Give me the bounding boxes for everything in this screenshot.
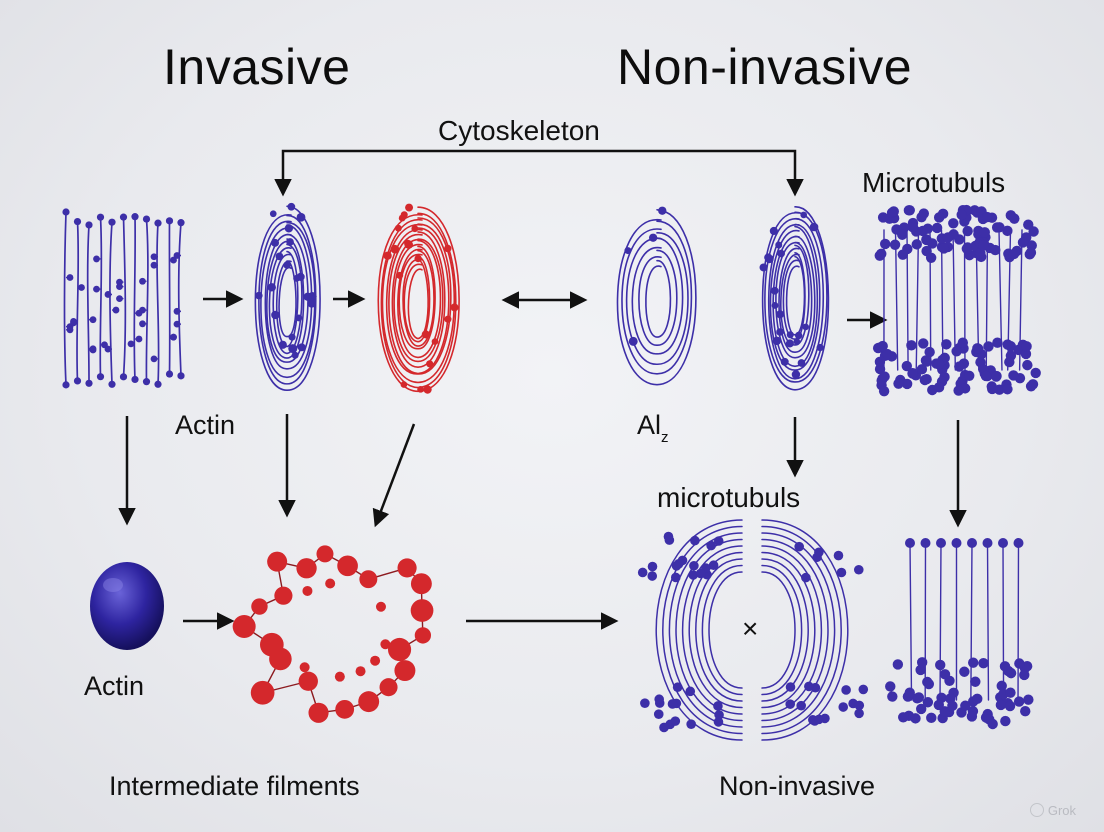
- label-microtubuls-top: Microtubuls: [862, 167, 1006, 198]
- label-al: Alz: [637, 410, 669, 446]
- arrow-diag-red-to-ring: [372, 423, 416, 528]
- label-cytoskeleton: Cytoskeleton: [438, 115, 600, 146]
- grok-logo-icon: [1029, 803, 1044, 817]
- flow-arrows: [118, 290, 967, 630]
- label-al-main: Al: [637, 410, 662, 440]
- microtubule-dumbbell: [872, 204, 1041, 397]
- x-mark: ×: [742, 613, 759, 644]
- red-bead-ring: [232, 545, 434, 723]
- actin-filament-bundle: [62, 208, 185, 389]
- label-actin-bottom: Actin: [84, 671, 145, 701]
- label-non-invasive-bottom: Non-invasive: [719, 771, 876, 801]
- label-al-subscript: z: [661, 429, 669, 446]
- microtubule-array: [885, 538, 1034, 730]
- purple-loop-bundle-right: [759, 206, 830, 391]
- al-loop-bundle: [616, 206, 697, 386]
- x-structure-loops: [637, 519, 869, 741]
- label-actin-top: Actin: [175, 410, 236, 440]
- title-invasive: Invasive: [163, 39, 351, 95]
- title-non-invasive: Non-invasive: [617, 39, 913, 95]
- purple-loop-bundle: [254, 202, 321, 391]
- red-loop-bundle: [377, 203, 460, 394]
- label-microtubuls-mid: microtubuls: [657, 482, 801, 513]
- label-intermediate-filaments: Intermediate filments: [109, 771, 360, 801]
- actin-sphere: [90, 562, 164, 650]
- watermark: Grok: [1029, 803, 1076, 818]
- cytoskeleton-bracket-arrow: [274, 149, 804, 197]
